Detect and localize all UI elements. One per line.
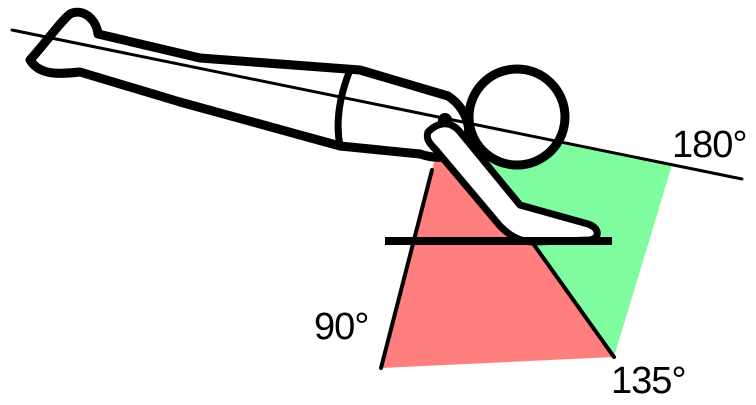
- waist-line: [334, 66, 354, 150]
- line-180-degree: [10, 28, 744, 181]
- label-180-degrees: 180°: [672, 124, 748, 166]
- shoulder-pivot-icon: [438, 113, 452, 127]
- label-90-degrees: 90°: [314, 306, 369, 348]
- label-135-degrees: 135°: [611, 360, 687, 402]
- line-90-degree: [379, 168, 434, 370]
- body-figure: [25, 7, 474, 162]
- head-icon: [464, 64, 570, 170]
